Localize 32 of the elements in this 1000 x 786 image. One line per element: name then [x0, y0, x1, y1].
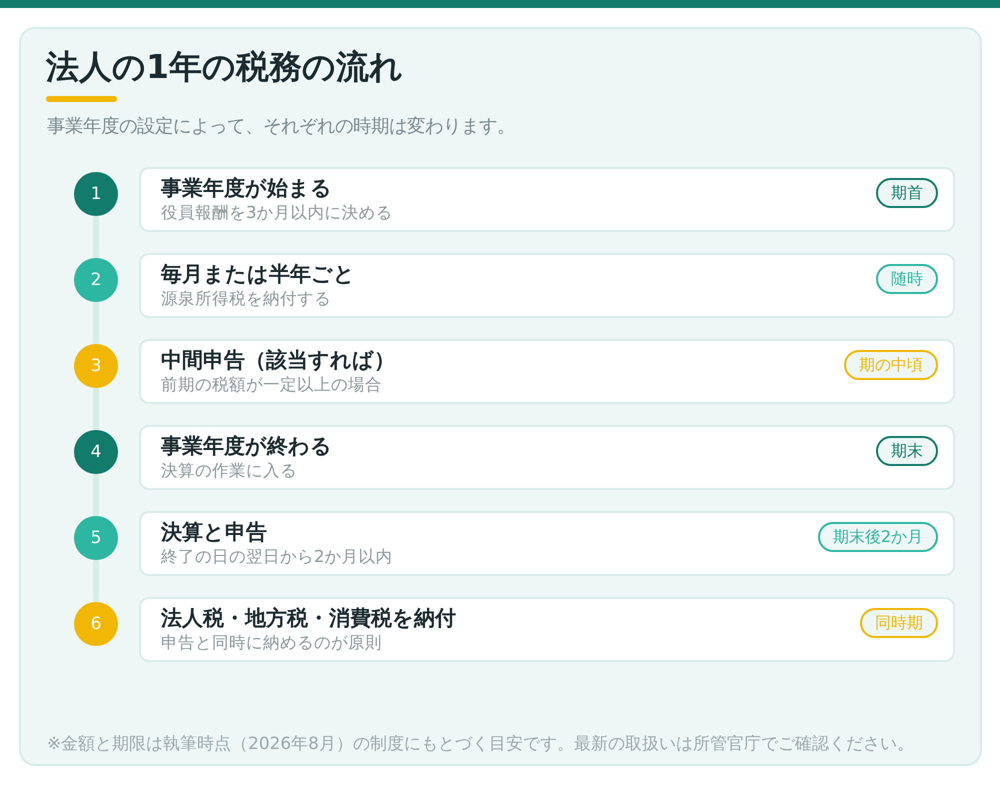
step-description: 前期の税額が一定以上の場合	[161, 375, 382, 395]
timing-badge: 同時期	[860, 608, 938, 638]
subtitle: 事業年度の設定によって、それぞれの時期は変わります。	[47, 116, 515, 138]
step-description: 源泉所得税を納付する	[161, 289, 331, 309]
timing-badge: 期末	[876, 436, 938, 466]
step-card	[139, 425, 955, 490]
timing-badge: 期首	[876, 178, 938, 208]
step-description: 役員報酬を3か月以内に決める	[161, 203, 393, 223]
timeline-line	[93, 388, 99, 430]
timeline-line	[93, 474, 99, 516]
timing-badge: 随時	[876, 264, 938, 294]
timing-badge: 期末後2か月	[818, 522, 938, 552]
title: 法人の1年の税務の流れ	[46, 47, 403, 87]
step-title: 事業年度が始まる	[161, 175, 332, 201]
timing-badge: 期の中頃	[844, 350, 938, 380]
step-card	[139, 339, 955, 404]
step-card	[139, 597, 955, 662]
step-title: 中間申告（該当すれば）	[161, 347, 395, 373]
step-title: 決算と申告	[161, 519, 267, 545]
step-description: 終了の日の翌日から2か月以内	[161, 547, 393, 567]
timeline-line	[93, 302, 99, 344]
timeline-line	[93, 216, 99, 258]
step-title: 法人税・地方税・消費税を納付	[161, 605, 456, 631]
step-description: 申告と同時に納めるのが原則	[161, 633, 382, 653]
step-card	[139, 511, 955, 576]
step-description: 決算の作業に入る	[161, 461, 297, 481]
step-title: 事業年度が終わる	[161, 433, 332, 459]
step-card	[139, 253, 955, 318]
step-title: 毎月または半年ごと	[161, 261, 355, 287]
footnote: ※金額と期限は執筆時点（2026年8月）の制度にもとづく目安です。最新の取扱いは所管官庁でご確認ください。	[47, 732, 914, 754]
step-card	[139, 167, 955, 232]
timeline-line	[93, 560, 99, 602]
